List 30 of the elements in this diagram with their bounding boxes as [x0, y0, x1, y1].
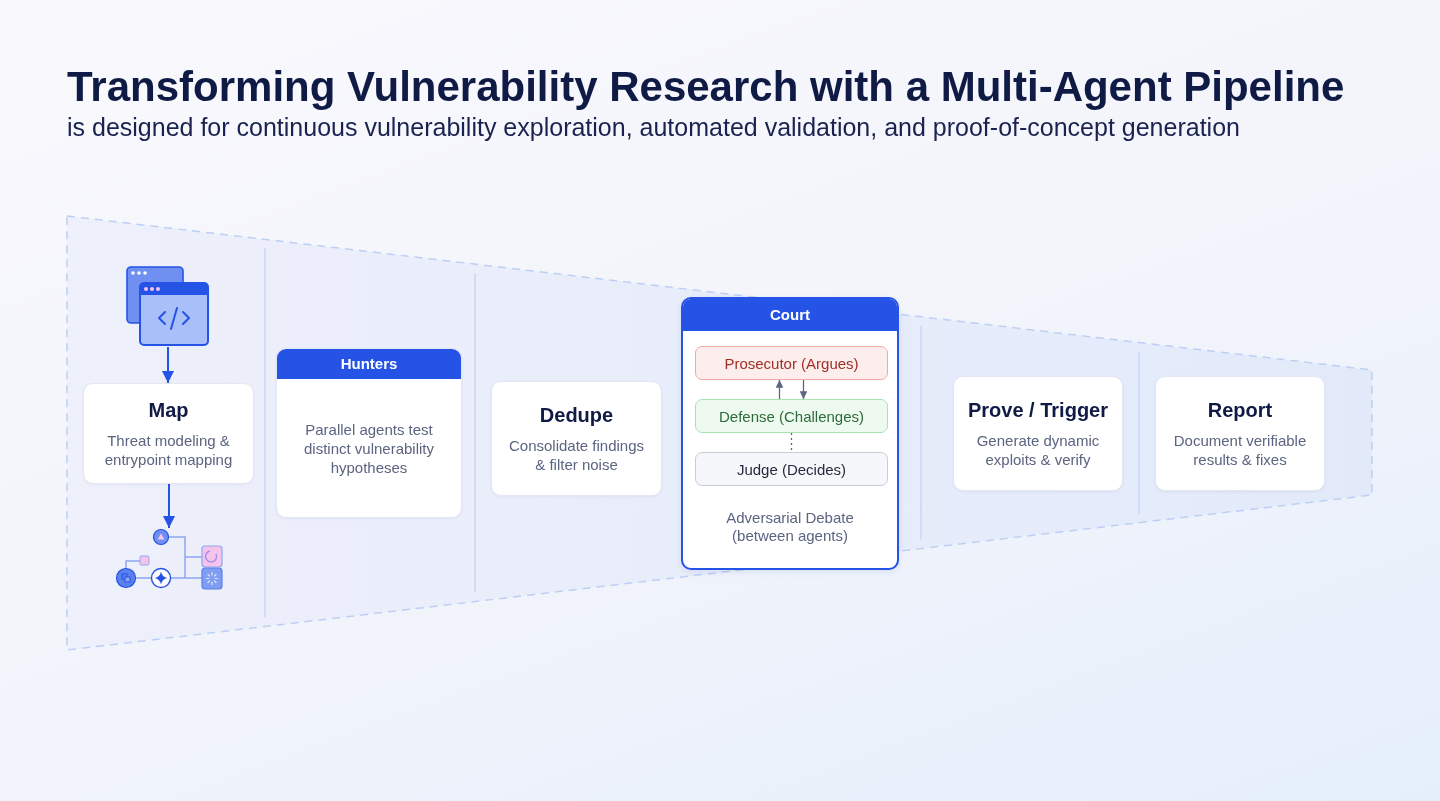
card-title: Dedupe	[539, 403, 614, 427]
card-title: Map	[148, 398, 189, 422]
code-window-icon	[126, 266, 210, 347]
process-card	[953, 376, 1123, 491]
arrow	[775, 379, 784, 400]
arrow	[799, 379, 808, 400]
card-title: Report	[1207, 398, 1273, 422]
arrow	[162, 346, 174, 384]
dotted-connector	[790, 432, 793, 453]
process-card	[491, 381, 662, 496]
agent-box: Defense (Challenges)	[695, 399, 888, 433]
panel-header: Court	[683, 299, 897, 331]
group-panel	[681, 297, 899, 570]
arrow	[163, 483, 175, 529]
agent-box: Prosecutor (Argues)	[695, 346, 888, 380]
process-card	[83, 383, 254, 484]
title: Transforming Vulnerability Research with a Multi-Agent Pipeline	[67, 62, 1345, 112]
workflow-graph-icon	[115, 528, 223, 591]
card-description: Parallel agents test distinct vulnerability hypotheses	[302, 419, 436, 477]
card-description: Threat modeling & entrypoint mapping	[103, 431, 234, 469]
card-header: Hunters	[277, 349, 461, 379]
panel-caption: Adversarial Debate (between agents)	[725, 509, 855, 545]
card-description: Consolidate findings & filter noise	[507, 436, 646, 474]
agent-box: Judge (Decides)	[695, 452, 888, 486]
card-title: Prove / Trigger	[967, 398, 1109, 422]
card-description: Generate dynamic exploits & verify	[975, 431, 1101, 469]
subtitle: is designed for continuous vulnerability exploration, automated validation, and proof-of-concept generation	[67, 112, 1240, 142]
card-description: Document verifiable results & fixes	[1172, 431, 1308, 469]
process-card	[276, 348, 462, 518]
process-card	[1155, 376, 1325, 491]
